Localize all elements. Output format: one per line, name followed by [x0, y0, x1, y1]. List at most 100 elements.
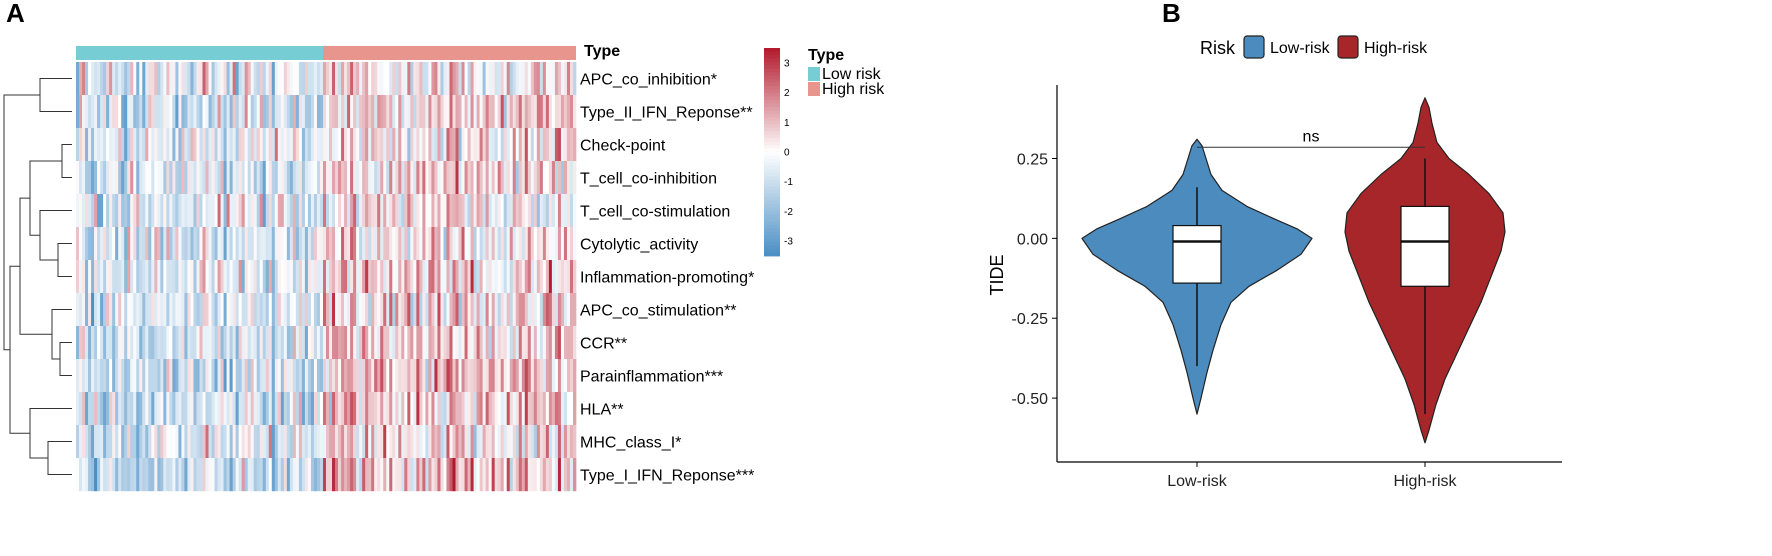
heatmap-cell — [461, 95, 465, 129]
heatmap-cell — [226, 62, 230, 96]
heatmap-cell — [449, 95, 453, 129]
heatmap-cell — [139, 458, 143, 492]
heatmap-cell — [470, 227, 474, 261]
heatmap-cell — [169, 425, 173, 459]
heatmap-cell — [91, 326, 95, 360]
heatmap-cell — [154, 326, 158, 360]
heatmap-cell — [214, 95, 218, 129]
heatmap-cell — [491, 392, 496, 426]
heatmap-cell — [271, 161, 276, 195]
heatmap-cell — [178, 128, 182, 162]
heatmap-cell — [521, 161, 526, 195]
heatmap-cell — [497, 260, 502, 294]
heatmap-cell — [253, 227, 258, 261]
heatmap-cell — [121, 62, 125, 96]
heatmap-cell — [476, 227, 480, 261]
heatmap-cell — [322, 194, 327, 228]
heatmap-cell — [163, 62, 167, 96]
heatmap-cell — [368, 95, 372, 129]
heatmap-cell — [449, 359, 453, 393]
heatmap-cell — [563, 194, 568, 228]
heatmap-cell — [256, 194, 261, 228]
heatmap-cell — [383, 227, 387, 261]
heatmap-cell — [271, 458, 276, 492]
heatmap-cell — [253, 359, 258, 393]
heatmap-cell — [292, 359, 297, 393]
color-scale-swatch — [764, 61, 780, 66]
heatmap-cell — [356, 227, 360, 261]
color-scale-swatch — [764, 214, 780, 219]
heatmap-cell — [211, 425, 215, 459]
heatmap-cell — [350, 227, 354, 261]
heatmap-cell — [139, 95, 143, 129]
heatmap-cell — [163, 128, 167, 162]
heatmap-cell — [518, 425, 523, 459]
heatmap-cell — [539, 62, 544, 96]
row-label: APC_co_stimulation** — [580, 303, 737, 320]
heatmap-cell — [359, 326, 363, 360]
heatmap-cell — [359, 227, 363, 261]
heatmap-cell — [380, 62, 384, 96]
type-legend-high-risk-label: High risk — [822, 81, 885, 98]
heatmap-cell — [482, 161, 486, 195]
heatmap-cell — [437, 227, 441, 261]
heatmap-cell — [473, 392, 477, 426]
heatmap-cell — [244, 194, 249, 228]
heatmap-cell — [220, 62, 224, 96]
heatmap-cell — [443, 392, 447, 426]
heatmap-cell — [467, 392, 471, 426]
heatmap-cell — [437, 392, 441, 426]
heatmap-cell — [557, 293, 562, 327]
heatmap-cell — [473, 95, 477, 129]
heatmap-cell — [410, 161, 414, 195]
heatmap-cell — [347, 425, 351, 459]
heatmap-cell — [455, 194, 459, 228]
heatmap-cell — [449, 326, 453, 360]
heatmap-cell — [259, 359, 264, 393]
heatmap-cell — [316, 95, 321, 129]
heatmap-cell — [226, 359, 230, 393]
heatmap-cell — [458, 392, 462, 426]
heatmap-cell — [395, 260, 399, 294]
heatmap-cell — [368, 359, 372, 393]
y-tick-label: 0.25 — [1017, 152, 1048, 169]
heatmap-cell — [386, 359, 390, 393]
heatmap-cell — [322, 161, 327, 195]
heatmap-cell — [268, 95, 273, 129]
heatmap-cell — [530, 128, 535, 162]
heatmap-cell — [464, 260, 468, 294]
heatmap-cell — [527, 359, 532, 393]
heatmap-cell — [82, 161, 86, 195]
heatmap-cell — [452, 62, 456, 96]
heatmap-cell — [506, 392, 511, 426]
heatmap-cell — [380, 95, 384, 129]
heatmap-cell — [494, 95, 499, 129]
heatmap-cell — [280, 194, 285, 228]
heatmap-cell — [274, 425, 279, 459]
heatmap-cell — [91, 359, 95, 393]
heatmap-cell — [518, 161, 523, 195]
heatmap-cell — [416, 194, 420, 228]
heatmap-cell — [142, 62, 146, 96]
heatmap-cell — [166, 227, 170, 261]
heatmap-cell — [497, 62, 502, 96]
heatmap-cell — [181, 194, 185, 228]
heatmap-cell — [241, 359, 246, 393]
heatmap-cell — [455, 161, 459, 195]
heatmap-cell — [274, 392, 279, 426]
heatmap-cell — [374, 458, 378, 492]
heatmap-cell — [97, 326, 101, 360]
heatmap-cell — [566, 293, 571, 327]
heatmap-cell — [151, 161, 155, 195]
heatmap-cell — [322, 392, 327, 426]
heatmap-cell — [524, 425, 529, 459]
heatmap-cell — [307, 95, 312, 129]
heatmap-cell — [88, 194, 92, 228]
heatmap-cell — [235, 260, 239, 294]
heatmap-cell — [524, 128, 529, 162]
heatmap-cell — [434, 227, 438, 261]
color-scale-swatch — [764, 169, 780, 174]
heatmap-cell — [338, 161, 342, 195]
heatmap-cell — [485, 62, 489, 96]
heatmap-cell — [229, 293, 233, 327]
